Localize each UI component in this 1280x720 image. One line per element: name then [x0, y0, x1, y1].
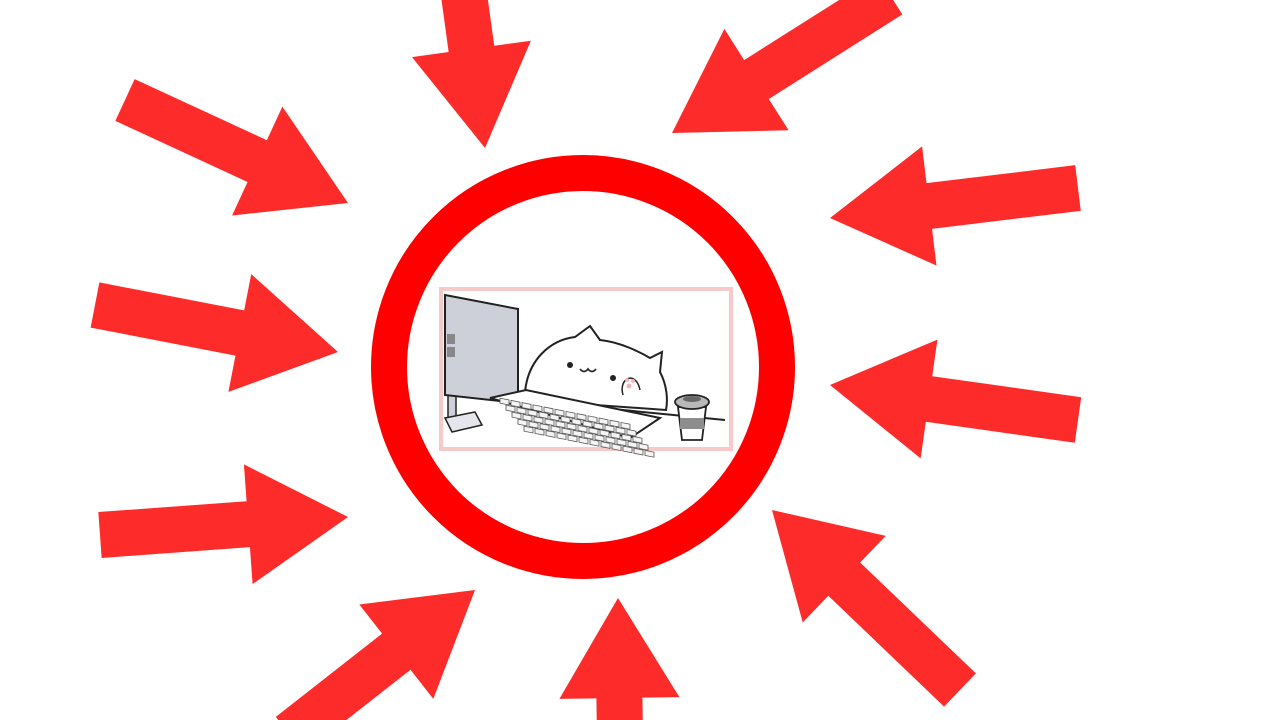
monitor-base [443, 411, 484, 433]
keyboard-key [611, 443, 622, 452]
keyboard-key [534, 427, 545, 436]
keyboard-key [560, 415, 571, 424]
keyboard-key [615, 426, 626, 435]
keyboard-key [556, 432, 567, 441]
arrows-group [90, 0, 1082, 720]
arrow-icon [772, 510, 976, 707]
keyboard-key [565, 410, 576, 419]
keyboard-key [522, 413, 533, 422]
arrow-icon [115, 79, 348, 216]
paw-pad [626, 383, 632, 389]
keyboard-key [511, 411, 522, 420]
keyboard-key [605, 436, 616, 445]
keyboard-key [523, 425, 534, 434]
keyboard-key [577, 424, 588, 433]
keyboard-key [599, 429, 610, 438]
keyboard-key [582, 420, 593, 428]
keyboard-key [521, 402, 532, 410]
keyboard-key [505, 404, 516, 413]
keyboard-key [644, 449, 655, 458]
cat-eye [610, 375, 616, 381]
keyboard-key [589, 438, 600, 447]
keyboard-key [544, 418, 555, 427]
keyboard-key [516, 406, 527, 415]
monitor-icon [447, 334, 455, 344]
keyboard-key [583, 431, 594, 440]
arrow-icon [559, 598, 680, 720]
keyboard-key [620, 421, 631, 430]
keyboard-key [517, 418, 528, 427]
keyboard-key [621, 433, 632, 442]
monitor [444, 293, 519, 405]
keyboard-key [627, 440, 638, 449]
keyboard-key [550, 425, 561, 434]
keyboard-key [549, 413, 560, 422]
keyboard-key [528, 420, 539, 429]
keyboard-key [588, 427, 599, 435]
arrow-icon [90, 274, 338, 392]
cup-lid-top [683, 396, 701, 402]
keyboard-key [616, 438, 627, 447]
highlight-ring [371, 155, 795, 579]
keyboard-key [543, 406, 554, 415]
keyboard-key [622, 445, 633, 454]
keyboard-key [600, 441, 611, 449]
keyboard-key [555, 420, 566, 429]
keyboard-key [567, 434, 578, 443]
keyboard-key [598, 417, 609, 426]
keyboard-key [626, 428, 637, 437]
cup-sleeve [680, 418, 704, 429]
monitor-icon [447, 347, 455, 357]
keyboard-key [566, 422, 577, 431]
keyboard-key [604, 424, 615, 433]
keyboard-key [539, 423, 550, 431]
keyboard-key [561, 427, 572, 436]
keyboard-key [593, 422, 604, 431]
keyboard-key [609, 419, 620, 428]
keyboard-key [554, 408, 565, 417]
keyboard-key [633, 447, 644, 456]
arrow-icon [830, 146, 1081, 266]
arrow-icon [830, 339, 1082, 459]
cat-computer-illustration [439, 287, 733, 458]
paw-pad [631, 379, 635, 383]
keyboard-key [576, 413, 587, 421]
keyboard-key [527, 409, 538, 417]
keyboard-key [578, 436, 589, 445]
keyboard-key [587, 415, 598, 424]
keyboard-key [532, 404, 543, 413]
keyboard-key [638, 442, 649, 451]
keyboard-key [594, 434, 605, 442]
arrow-icon [98, 464, 348, 585]
arrow-icon [275, 590, 475, 720]
keyboard-key [533, 416, 544, 424]
keyboard-key [499, 397, 510, 406]
arrow-icon [672, 0, 903, 133]
paw-pad [625, 378, 629, 382]
keyboard-key [610, 431, 621, 440]
keyboard-key [538, 411, 549, 420]
cat-eye [567, 362, 573, 368]
keyboard-key [510, 399, 521, 408]
cat-mouth [579, 367, 597, 373]
keyboard-key [545, 430, 556, 438]
keyboard-keys [499, 397, 655, 458]
arrow-icon [411, 0, 531, 148]
keyboard-key [572, 429, 583, 438]
keyboard-key [632, 435, 643, 444]
keyboard-key [571, 417, 582, 426]
